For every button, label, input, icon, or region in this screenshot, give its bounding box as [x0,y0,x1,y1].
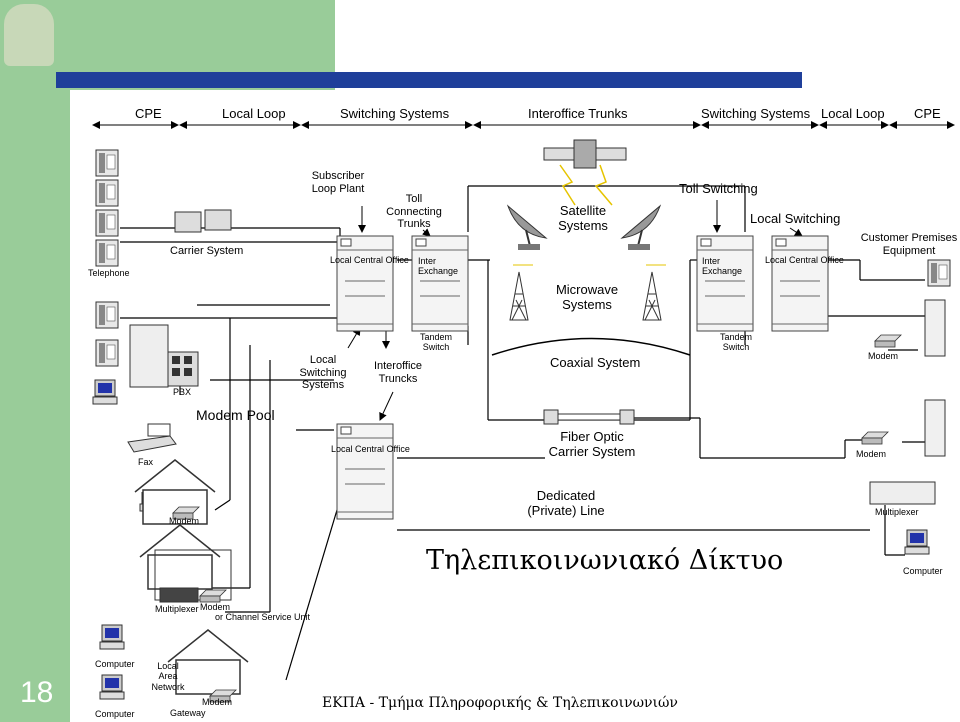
local-switching-label: Local Switching [750,211,841,226]
footer-text: ΕΚΠΑ - Τμήμα Πληροφορικής & Τηλεπικοινων… [322,695,678,711]
multiplexer-icon [159,481,936,603]
server-tower-icon [924,299,946,457]
local-co-label-3: Local Central Office [331,444,410,454]
carrier-icon [174,209,232,233]
fax-label: Fax [138,457,154,467]
header-cpe-right: CPE [914,106,941,121]
dedicated-line-label: Dedicated (Private) Line [527,488,605,518]
house-icon [134,459,249,695]
fiber-icon [543,409,635,425]
modem-label-r2: Modem [856,449,887,459]
carrier-system-label: Carrier System [170,245,244,257]
header-switching-left: Switching Systems [340,106,450,121]
satellite-icon [543,139,627,169]
modem-gateway-label: Modem [202,697,233,707]
slide-number: 18 [20,676,54,709]
inter-exchange-label-2: Inter Exchange [702,256,743,277]
tower-icon [509,264,666,321]
pbx-icon [129,324,199,388]
coaxial-label: Coaxial System [550,355,641,370]
connection-lines [120,185,931,681]
inter-exchange-label-1: Inter Exchange [418,256,459,277]
local-co-label-2: Local Central Office [765,255,844,265]
interoffice-truncks-label: Interoffice Truncks [373,360,423,385]
gateway-label: Gateway [170,708,206,718]
computer-label-r: Computer [903,566,943,576]
header-local-loop-left: Local Loop [222,106,286,121]
telephone-label: Telephone [88,268,130,278]
top-blue-bar [56,72,802,88]
modem-house-label: Modem [169,516,200,526]
fax-icon [127,423,177,453]
pointer-arrows [347,200,803,421]
pbx-label: PBX [173,387,192,397]
tandem-switch-label-2: Tandem Switch [719,332,753,353]
microwave-label: Microwave Systems [555,282,619,312]
modem-label-l: Modem [200,602,231,612]
header-switching-right: Switching Systems [701,106,811,121]
cpe-equipment-label: Customer Premises Equipment [860,232,958,257]
modem-label-r1: Modem [868,351,899,361]
slide-number-box [0,665,70,722]
subscriber-loop-label: Subscriber Loop Plant [311,170,365,195]
header-interoffice: Interoffice Trunks [528,106,628,121]
local-switching-systems-label: Local Switching Systems [299,354,347,392]
coaxial-arc [491,337,691,356]
modem-pool-label: Modem Pool [196,407,275,423]
multiplexer-label-r: Multiplexer [875,507,919,517]
satellite-label: Satellite Systems [558,203,608,233]
header-cpe-left: CPE [135,106,162,121]
header-local-loop-right: Local Loop [821,106,885,121]
satellite-links [559,164,613,206]
computer-label-l2: Computer [95,709,135,719]
lan-label: Local Area Network [151,661,185,692]
computer-label-l1: Computer [95,659,135,669]
tandem-switch-label-1: Tandem Switch [419,332,453,353]
fiber-label: Fiber Optic Carrier System [548,429,636,459]
logo-icon [4,4,54,66]
left-sidebar [0,0,70,722]
local-co-label-1: Local Central Office [330,255,409,265]
diagram-title: Τηλεπικοινωνιακό Δίκτυο [426,545,784,576]
multiplexer-label-l: Multiplexer [155,604,199,614]
csu-label: or Channel Service Unit [215,612,311,622]
toll-switching-label: Toll Switching [679,181,758,196]
toll-connecting-label: Toll Connecting Trunks [386,193,442,231]
